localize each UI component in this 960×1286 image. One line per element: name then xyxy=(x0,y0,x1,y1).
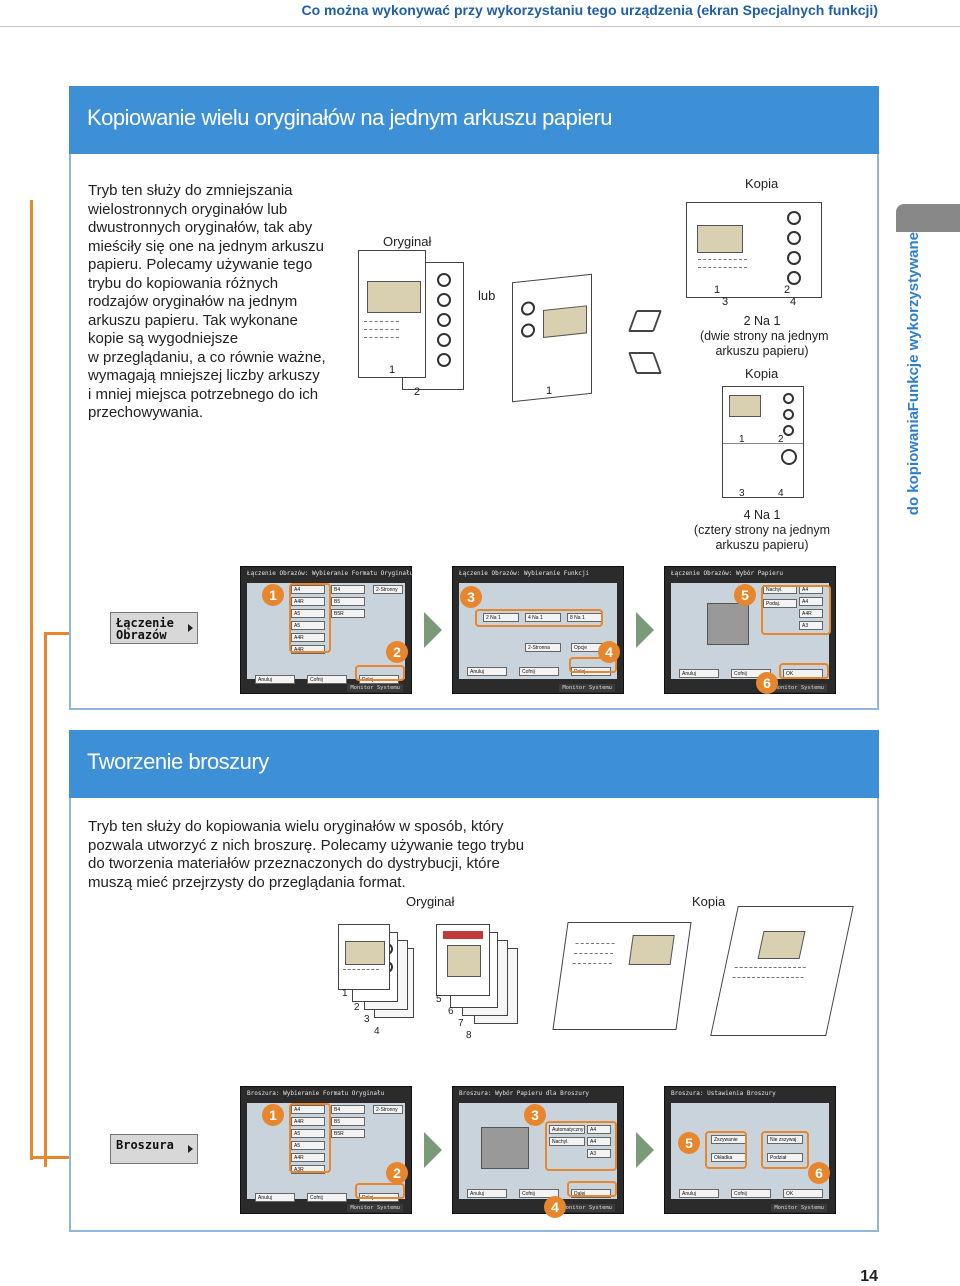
side-tab-marker xyxy=(896,204,960,232)
original-two-sided xyxy=(512,273,592,403)
header-divider xyxy=(0,26,960,27)
label-or: lub xyxy=(478,288,496,303)
step-number: 4 xyxy=(598,641,620,663)
flow-arrow-icon xyxy=(424,612,442,648)
connector-line-outer xyxy=(30,200,33,1160)
caption-4in1: 4 Na 1 (cztery strony na jednym arkuszu … xyxy=(693,508,831,552)
label-copy-mid: Kopia xyxy=(745,366,779,381)
step-number: 2 xyxy=(386,1162,408,1184)
step-number: 4 xyxy=(544,1196,566,1218)
step-number: 5 xyxy=(678,1132,700,1154)
ui-panel-3: Łączenie Obrazów: Wybór Papieru Nachyl. … xyxy=(664,566,836,694)
booklet-button[interactable]: Broszura xyxy=(110,1134,198,1164)
booklet-copy-sheet-1 xyxy=(552,922,692,1030)
flow-arrow-icon xyxy=(424,1132,442,1168)
ui-panel-2: Łączenie Obrazów: Wybieranie Funkcji 2 N… xyxy=(452,566,624,694)
connector-line-vertical xyxy=(44,632,47,1167)
step-number: 5 xyxy=(734,584,756,606)
running-header: Co można wykonywać przy wykorzystaniu te… xyxy=(301,2,879,18)
section-title: Tworzenie broszury xyxy=(69,730,879,798)
flow-arrow-icon xyxy=(636,1132,654,1168)
page-number: 14 xyxy=(860,1268,878,1285)
caption-2in1: 2 Na 1 (dwie strony na jednym arkuszu pa… xyxy=(700,314,829,358)
section-description: Tryb ten służy do kopiowania wielu orygi… xyxy=(88,818,525,891)
booklet-original-stack-1 xyxy=(338,924,390,990)
step-number: 1 xyxy=(262,1104,284,1126)
ui-panel-booklet-2: Broszura: Wybór Papieru dla Broszury Aut… xyxy=(452,1086,624,1214)
label-copy: Kopia xyxy=(692,894,726,909)
side-tab-label: Funkcje wykorzystywane do kopiowania xyxy=(905,232,922,516)
section-title: Kopiowanie wielu oryginałów na jednym ar… xyxy=(69,86,879,154)
step-number: 6 xyxy=(756,672,778,694)
step-number: 3 xyxy=(460,586,482,608)
step-number: 1 xyxy=(262,584,284,606)
label-original: Oryginał xyxy=(383,234,432,249)
step-number: 2 xyxy=(386,641,408,663)
section-description: Tryb ten służy do zmniejszania wielostro… xyxy=(88,182,326,421)
step-number: 3 xyxy=(524,1104,546,1126)
ui-panel-booklet-3: Broszura: Ustawienia Broszury Zszywanie … xyxy=(664,1086,836,1214)
booklet-original-stack-2 xyxy=(436,924,490,996)
step-number: 6 xyxy=(808,1162,830,1184)
copy-2in1-page xyxy=(686,202,822,298)
label-copy-top: Kopia xyxy=(745,176,779,191)
combine-images-button[interactable]: Łączenie Obrazów xyxy=(110,612,198,644)
flow-arrow-icon xyxy=(636,612,654,648)
original-page-front xyxy=(358,250,426,378)
label-original: Oryginał xyxy=(406,894,455,909)
copy-4in1-page xyxy=(722,386,804,498)
connector-line-bottom xyxy=(30,1156,104,1159)
